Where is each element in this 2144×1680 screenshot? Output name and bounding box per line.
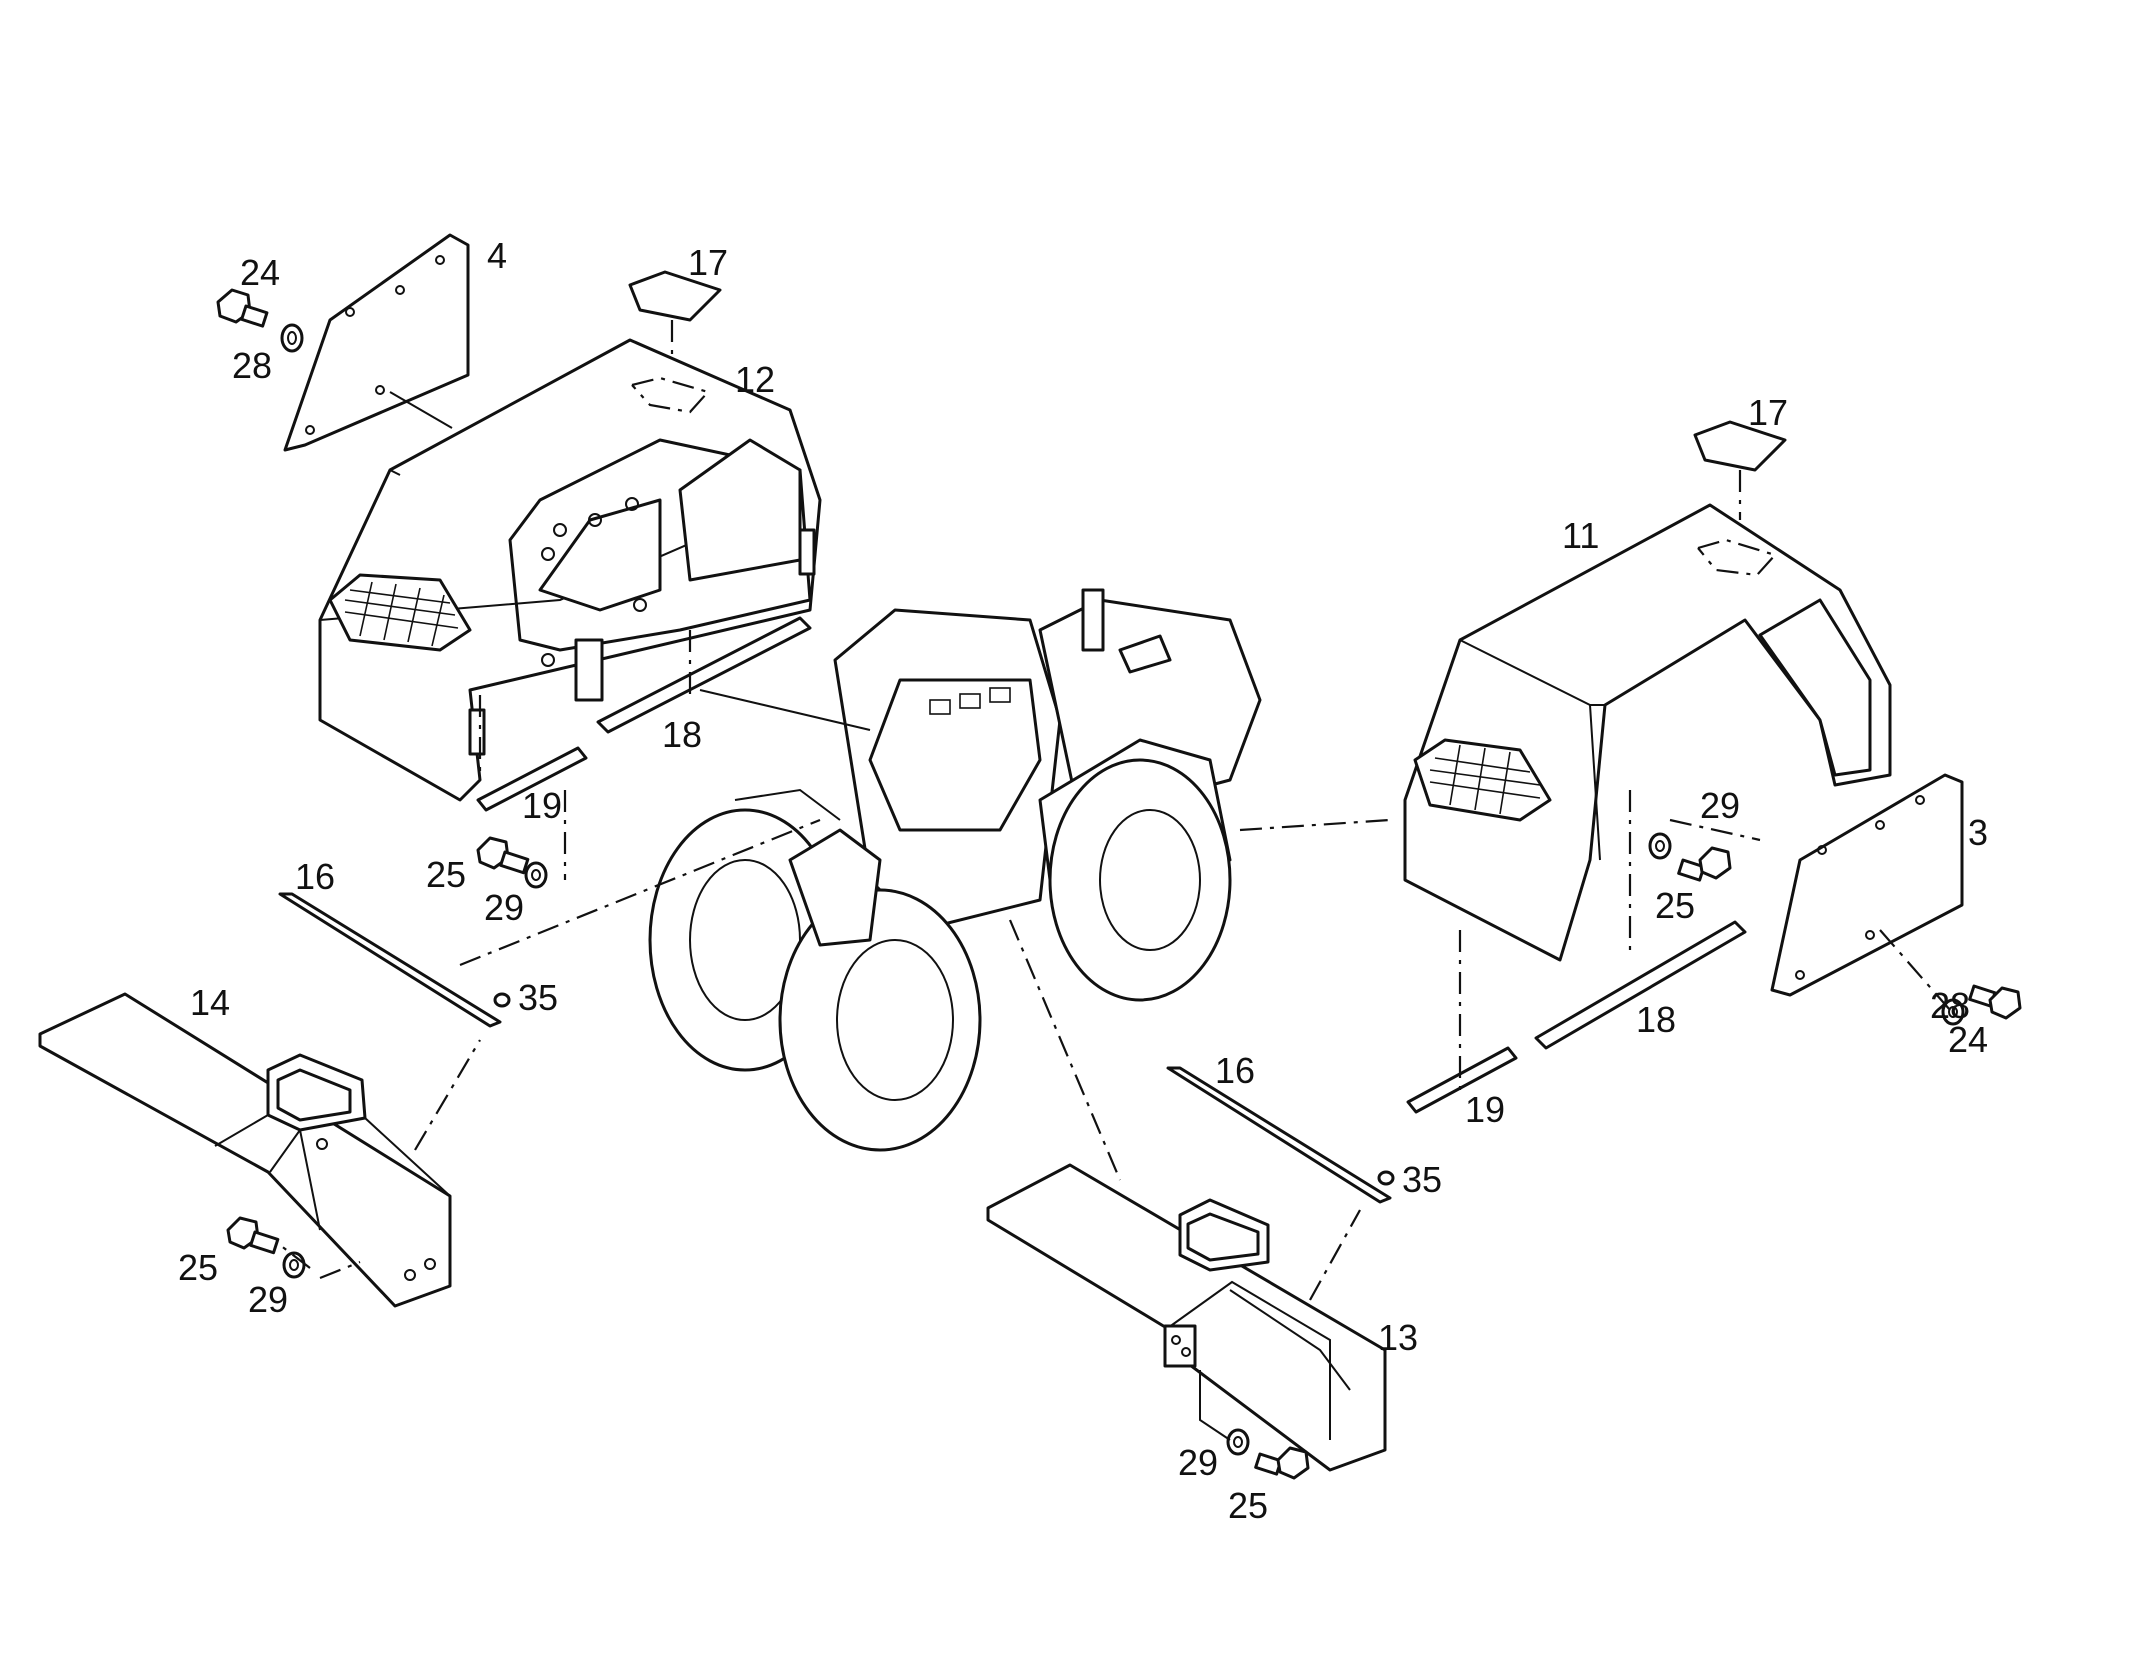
callout-25-lower-right: 25 <box>1228 1485 1268 1526</box>
left-step-icon <box>328 573 472 652</box>
strip-16-right-icon <box>1166 1066 1392 1204</box>
callout-18-right: 18 <box>1636 999 1676 1040</box>
step-bracket-14-icon <box>38 992 452 1308</box>
tractor-icon <box>648 588 1262 1152</box>
callout-3: 3 <box>1968 812 1988 853</box>
bolt-25-lower-left-icon <box>226 1216 280 1255</box>
callout-29-right: 29 <box>1700 785 1740 826</box>
callout-19-left: 19 <box>522 785 562 826</box>
strip-19-right-icon <box>1406 1046 1518 1114</box>
callout-25-left: 25 <box>426 854 466 895</box>
bolt-24-right-icon <box>1968 984 2022 1020</box>
callout-29-left: 29 <box>484 887 524 928</box>
bolt-25-lower-right-icon <box>1254 1446 1310 1480</box>
strip-16-left-icon <box>278 892 502 1028</box>
strip-19-left-icon <box>476 746 588 812</box>
callout-12: 12 <box>735 359 775 400</box>
callout-28-right: 28 <box>1930 985 1970 1026</box>
washer-28-right-icon <box>1941 998 1965 1026</box>
bolt-25-right-icon <box>1677 846 1732 882</box>
callout-14: 14 <box>190 982 230 1023</box>
callout-18-left: 18 <box>662 714 702 755</box>
washer-28-icon <box>280 323 304 353</box>
fastener-35-left-icon <box>493 992 511 1008</box>
callout-17-right: 17 <box>1748 392 1788 433</box>
right-fender-icon <box>1403 503 1892 962</box>
callout-35-left: 35 <box>518 977 558 1018</box>
callout-13: 13 <box>1378 1317 1418 1358</box>
callout-19-right: 19 <box>1465 1089 1505 1130</box>
callout-29-lower-left: 29 <box>248 1279 288 1320</box>
washer-29-lower-right-icon <box>1226 1428 1250 1456</box>
callout-16-right: 16 <box>1215 1050 1255 1091</box>
right-side-panel-icon <box>1770 773 1964 997</box>
callout-28-top-left: 28 <box>232 345 272 386</box>
strip-18-right-icon <box>1534 920 1747 1050</box>
callout-25-right: 25 <box>1655 885 1695 926</box>
left-side-panel-icon <box>283 233 470 452</box>
callout-17-left: 17 <box>688 242 728 283</box>
callout-labels: 4 24 28 17 12 18 19 25 29 16 35 14 25 29… <box>178 235 1988 1526</box>
callout-29-lower-right: 29 <box>1178 1442 1218 1483</box>
washer-29-left-icon <box>524 861 548 889</box>
fastener-35-right-icon <box>1377 1170 1395 1186</box>
right-step-icon <box>1413 738 1552 822</box>
strip-18-left-icon <box>596 616 812 734</box>
callout-35-right: 35 <box>1402 1159 1442 1200</box>
callout-24-top-left: 24 <box>240 252 280 293</box>
callout-24-right: 24 <box>1948 1019 1988 1060</box>
decal-17-right-icon <box>1693 420 1787 577</box>
bolt-25-left-icon <box>476 836 530 875</box>
decal-17-left-icon <box>628 270 722 414</box>
washer-29-right-icon <box>1648 832 1672 860</box>
callout-25-lower-left: 25 <box>178 1247 218 1288</box>
callout-4-top-left: 4 <box>487 235 507 276</box>
leader-lines <box>279 630 1951 1441</box>
callout-11: 11 <box>1562 515 1599 556</box>
step-bracket-13-icon <box>986 1163 1387 1472</box>
left-fender-icon <box>318 338 822 802</box>
callout-16-left: 16 <box>295 856 335 897</box>
bolt-24-icon <box>216 288 269 328</box>
